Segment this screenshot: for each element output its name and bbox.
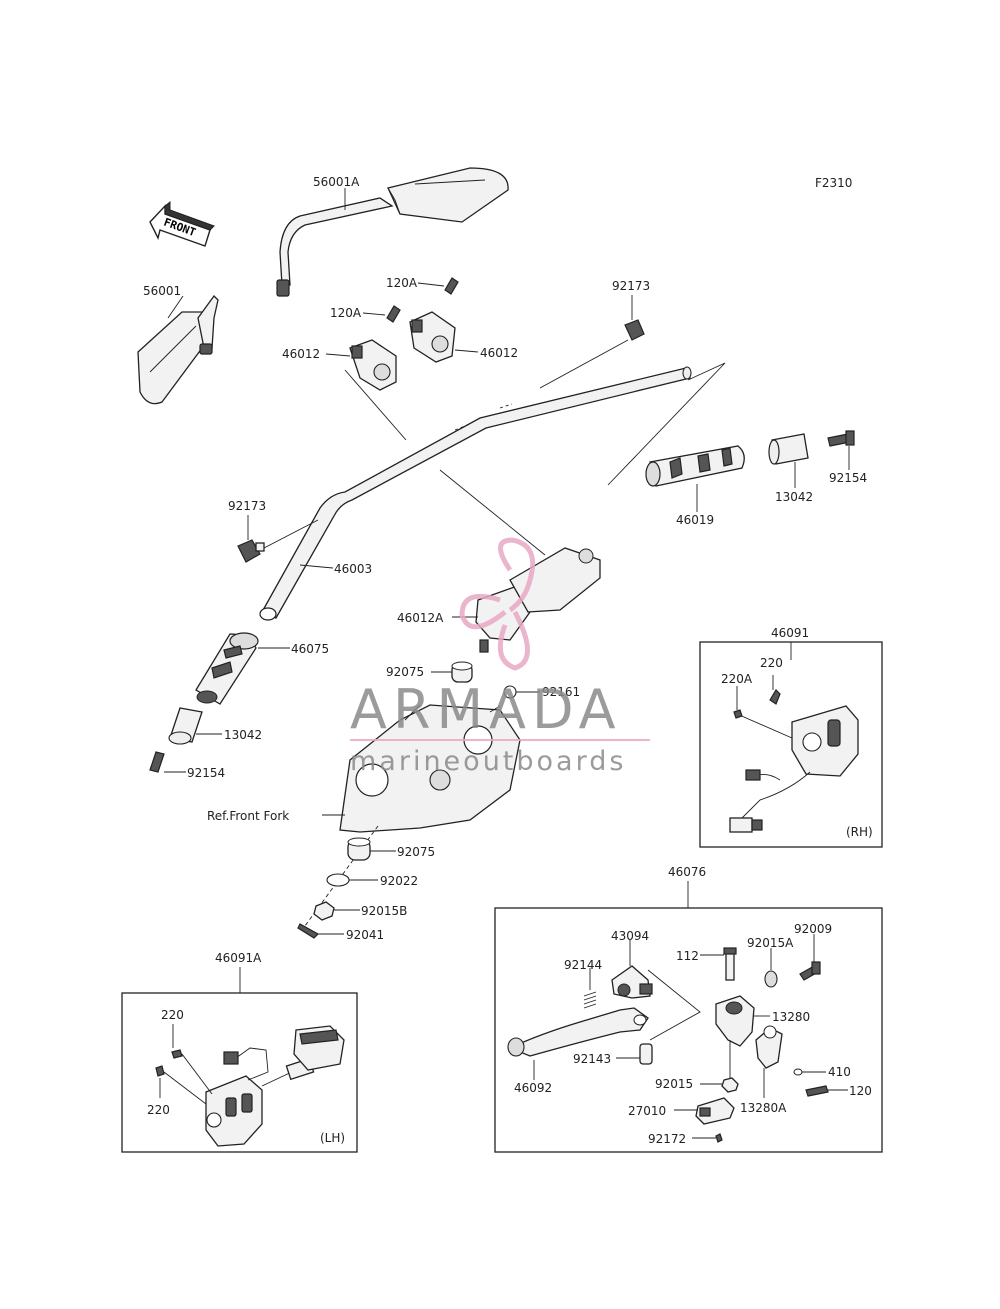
bolt-92154-left (149, 751, 165, 773)
washer-410 (793, 1068, 803, 1076)
holder-46012-right (409, 311, 456, 363)
box-clutch-lever (494, 907, 883, 1153)
holder-13280 (715, 995, 755, 1047)
label-46019: 46019 (676, 513, 714, 527)
watermark: ARMADA marineoutboards (350, 537, 650, 777)
endcap-92173-left (237, 539, 265, 563)
label-46003: 46003 (334, 562, 372, 576)
label-410: 410 (828, 1065, 851, 1079)
label-46091a: 46091A (215, 951, 262, 965)
label-92022: 92022 (380, 874, 418, 888)
label-92015a: 92015A (747, 936, 794, 950)
label-120a-1: 120A (386, 276, 418, 290)
box-lh-switch (121, 992, 358, 1153)
label-46091: 46091 (771, 626, 809, 640)
switch-46091a-lh (205, 1025, 345, 1147)
label-lh: (LH) (320, 1131, 345, 1145)
collar-92075-top (451, 661, 473, 683)
label-92161: 92161 (542, 685, 580, 699)
collar-92143 (639, 1043, 653, 1065)
watermark-tagline: marineoutboards (350, 746, 626, 777)
endcap-92173-right (624, 319, 645, 341)
label-220a-rh: 220A (721, 672, 753, 686)
label-92041: 92041 (346, 928, 384, 942)
weight-13042-left (168, 707, 203, 745)
pin-92041 (297, 923, 319, 939)
label-56001: 56001 (143, 284, 181, 298)
screw-92172 (715, 1133, 723, 1143)
label-46012-left: 46012 (282, 347, 320, 361)
label-ref-front-fork: Ref.Front Fork (207, 809, 289, 823)
watermark-logo-icon (459, 537, 536, 671)
weight-13042-right (768, 433, 809, 465)
diagram-code: F2310 (815, 176, 852, 190)
label-92173-left: 92173 (228, 499, 266, 513)
bolt-120a-2 (386, 305, 401, 323)
washer-92015a (764, 970, 778, 988)
holder-46012-left (349, 339, 397, 391)
bolt-92154-right (827, 430, 855, 447)
handlebar-46003 (259, 366, 692, 621)
label-220-lh-top: 220 (161, 1008, 184, 1022)
label-220-lh-bottom: 220 (147, 1103, 170, 1117)
box-rh-switch (699, 641, 883, 848)
bolt-112 (723, 947, 737, 981)
collar-92075-bottom (347, 837, 371, 861)
mirror-56001 (137, 295, 219, 405)
front-arrow-icon: FRONT (149, 200, 215, 247)
grip-46075 (195, 632, 259, 705)
label-92172: 92172 (648, 1132, 686, 1146)
screw-220-rh (769, 689, 781, 705)
mirror-56001a (276, 167, 509, 297)
screw-220a-rh (733, 709, 743, 719)
label-92154-left: 92154 (187, 766, 225, 780)
label-92015: 92015 (655, 1077, 693, 1091)
lever-46092 (507, 1007, 649, 1057)
label-43094: 43094 (611, 929, 649, 943)
label-112: 112 (676, 949, 699, 963)
triple-clamp (339, 704, 521, 833)
label-13042-right: 13042 (775, 490, 813, 504)
bolt-120 (805, 1085, 829, 1097)
watermark-brand: ARMADA (350, 678, 622, 741)
label-92015b: 92015B (361, 904, 407, 918)
label-92144: 92144 (564, 958, 602, 972)
spring-92144 (583, 991, 597, 1009)
switch-46091-rh (729, 705, 859, 833)
nut-92015 (721, 1077, 739, 1093)
label-120: 120 (849, 1084, 872, 1098)
screw-220-lh-top (171, 1049, 183, 1059)
adjuster-43094 (611, 965, 653, 999)
label-120a-2: 120A (330, 306, 362, 320)
label-46076: 46076 (668, 865, 706, 879)
switch-27010 (695, 1097, 735, 1125)
label-27010: 27010 (628, 1104, 666, 1118)
washer-92022 (326, 873, 350, 887)
label-13280: 13280 (772, 1010, 810, 1024)
label-46012a: 46012A (397, 611, 444, 625)
screw-92009 (799, 961, 821, 981)
bolt-120a-1 (444, 277, 459, 295)
label-92009: 92009 (794, 922, 832, 936)
label-13280a: 13280A (740, 1101, 787, 1115)
label-46012-right: 46012 (480, 346, 518, 360)
clamp-13280a (755, 1025, 783, 1069)
label-92173-right: 92173 (612, 279, 650, 293)
label-92075-bottom: 92075 (397, 845, 435, 859)
label-46092: 46092 (514, 1081, 552, 1095)
label-92075-top: 92075 (386, 665, 424, 679)
label-220-rh: 220 (760, 656, 783, 670)
label-13042-left: 13042 (224, 728, 262, 742)
grip-46019 (645, 445, 745, 487)
screw-220-lh-bottom (155, 1065, 165, 1077)
label-46075: 46075 (291, 642, 329, 656)
label-92154-right: 92154 (829, 471, 867, 485)
label-92143: 92143 (573, 1052, 611, 1066)
label-rh: (RH) (846, 825, 873, 839)
nut-92015b (313, 901, 335, 921)
label-56001a: 56001A (313, 175, 360, 189)
